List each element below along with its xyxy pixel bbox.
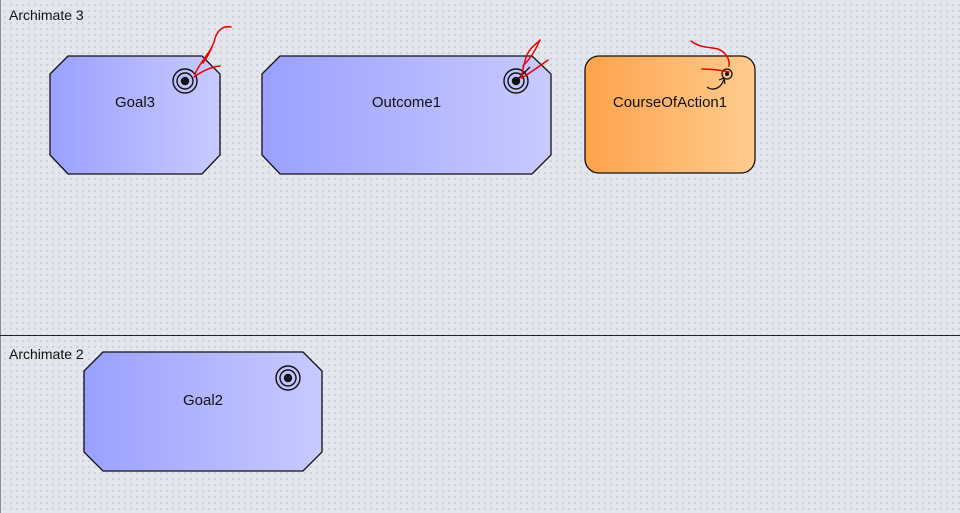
goal2-node[interactable] xyxy=(83,351,323,472)
archimate-3-section: Archimate 3 xyxy=(0,0,84,335)
archimate-2-section: Archimate 2 xyxy=(0,336,960,513)
section-label-archimate-2: Archimate 2 xyxy=(9,346,84,362)
goal3-label: Goal3 xyxy=(114,94,156,111)
outcome1-label: Outcome1 xyxy=(371,94,442,111)
course-of-action1-node[interactable] xyxy=(584,55,756,174)
outcome1-node[interactable] xyxy=(261,55,552,175)
goal-target-icon xyxy=(275,365,301,391)
course-of-action1-label: CourseOfAction1 xyxy=(612,94,728,111)
goal-target-icon xyxy=(172,68,198,94)
section-label-archimate-3: Archimate 3 xyxy=(9,7,84,23)
goal2-label: Goal2 xyxy=(182,392,224,409)
course-of-action-icon xyxy=(706,68,733,90)
red-annotation-marks xyxy=(193,25,730,79)
section-divider xyxy=(0,335,960,336)
outcome-target-arrow-icon xyxy=(503,66,531,94)
goal3-node[interactable] xyxy=(49,55,221,175)
